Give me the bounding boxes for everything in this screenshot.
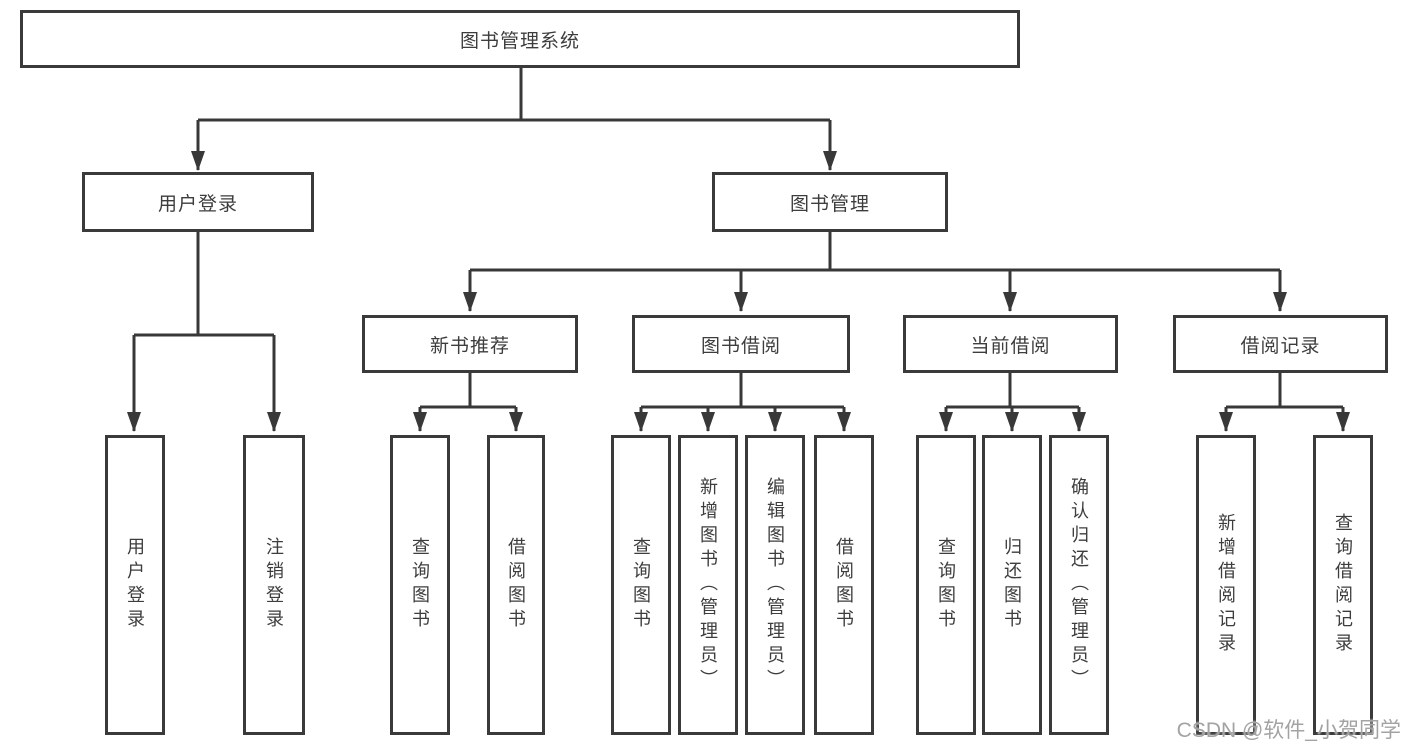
node-current-borrowing: 当前借阅 <box>903 315 1118 373</box>
leaf-query-books-recommend: 查询图书 <box>390 435 450 735</box>
leaf-query-books-borrow: 查询图书 <box>611 435 671 735</box>
node-user-login-branch: 用户登录 <box>82 172 314 232</box>
leaf-query-borrow-record: 查询借阅记录 <box>1313 435 1373 735</box>
leaf-edit-books-admin: 编辑图书（管理员） <box>745 435 805 735</box>
node-new-book-recommendation: 新书推荐 <box>362 315 578 373</box>
leaf-return-books: 归还图书 <box>982 435 1042 735</box>
leaf-user-login: 用户登录 <box>105 435 165 735</box>
node-borrowing-records: 借阅记录 <box>1173 315 1388 373</box>
node-library-management-system: 图书管理系统 <box>20 10 1020 68</box>
leaf-confirm-return-admin: 确认归还（管理员） <box>1049 435 1109 735</box>
leaf-borrow-books: 借阅图书 <box>814 435 874 735</box>
leaf-query-books-current: 查询图书 <box>916 435 976 735</box>
leaf-add-books-admin: 新增图书（管理员） <box>678 435 738 735</box>
node-book-borrowing: 图书借阅 <box>632 315 850 373</box>
csdn-watermark: CSDN @软件_小贺同学 <box>1176 719 1401 742</box>
node-book-management-branch: 图书管理 <box>712 172 948 232</box>
leaf-add-borrow-record: 新增借阅记录 <box>1196 435 1256 735</box>
leaf-borrow-books-recommend: 借阅图书 <box>487 435 545 735</box>
leaf-logout: 注销登录 <box>243 435 305 735</box>
